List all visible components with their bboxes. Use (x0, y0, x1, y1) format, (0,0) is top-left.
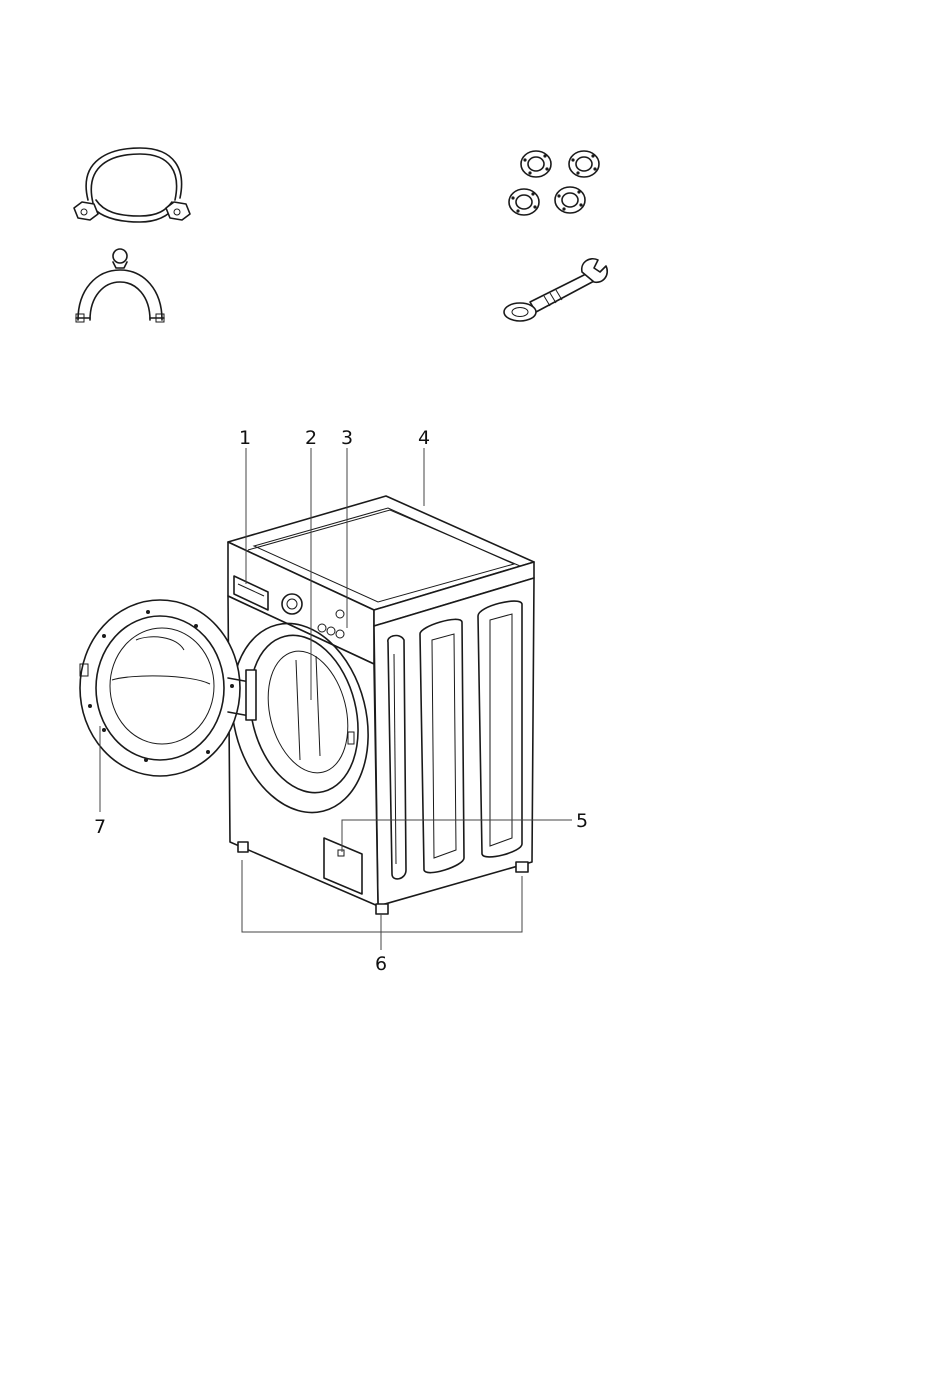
callout-6: 6 (375, 955, 387, 974)
callout-1: 1 (239, 429, 251, 448)
callout-2: 2 (305, 429, 317, 448)
inlet-hose-icon (74, 148, 190, 222)
washing-machine-illustration (80, 496, 534, 914)
hose-u-bend-icon (76, 249, 164, 322)
callout-3: 3 (341, 429, 353, 448)
callout-7: 7 (94, 818, 106, 837)
callout-5: 5 (576, 812, 588, 831)
spanner-icon (504, 259, 607, 321)
transit-bolt-caps-icon (509, 151, 599, 215)
callout-4: 4 (418, 429, 430, 448)
